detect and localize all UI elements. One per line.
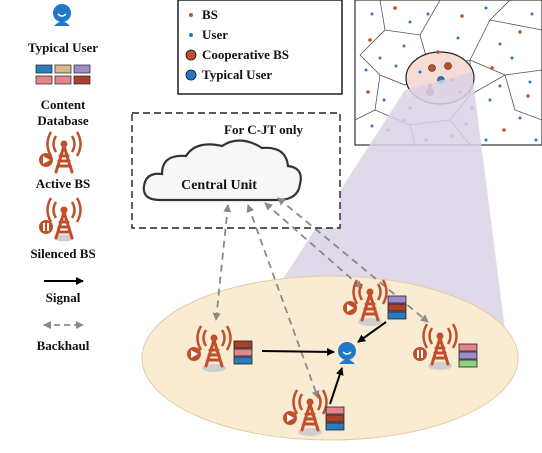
silenced-bs-right bbox=[413, 322, 458, 370]
content-database-stack bbox=[458, 343, 478, 368]
central-unit-label: Central Unit bbox=[181, 178, 257, 193]
bs-content-databases bbox=[233, 295, 478, 431]
legend-user-label: User bbox=[202, 27, 228, 42]
inset-bs-dot bbox=[393, 6, 397, 10]
inset-user-dot bbox=[394, 64, 398, 68]
left-legend: Typical User Content Database Active BS … bbox=[28, 3, 98, 353]
signal-links bbox=[261, 321, 387, 405]
inset-bs-dot bbox=[490, 66, 494, 70]
active-bs-bottom bbox=[283, 388, 328, 436]
inset-user-dot bbox=[518, 116, 522, 120]
content-database-stack bbox=[325, 406, 345, 431]
silenced-bs-legend-label: Silenced BS bbox=[30, 246, 95, 261]
active-bs-legend-label: Active BS bbox=[36, 176, 91, 191]
inset-bs-dot bbox=[526, 94, 530, 98]
inset-bs-dot bbox=[368, 38, 372, 42]
inset-user-dot bbox=[484, 138, 488, 142]
inset-user-dot bbox=[370, 124, 374, 128]
legend-user-marker bbox=[189, 33, 193, 37]
legend-cooperative-bs-label: Cooperative BS bbox=[202, 47, 289, 62]
inset-user-dot bbox=[498, 84, 502, 88]
inset-bs-dot bbox=[366, 90, 370, 94]
typical-user-legend-label: Typical User bbox=[28, 40, 98, 55]
inset-cooperative-bs bbox=[428, 64, 436, 72]
inset-user-dot bbox=[418, 70, 422, 74]
legend-bs-marker bbox=[189, 13, 193, 17]
inset-user-dot bbox=[456, 36, 460, 40]
signal-legend-label: Signal bbox=[46, 290, 81, 305]
active-bs-legend-icon bbox=[39, 130, 82, 174]
legend-cooperative-bs-marker bbox=[185, 49, 197, 61]
central-unit-cloud bbox=[142, 139, 302, 202]
silenced-bs-legend-icon bbox=[39, 196, 82, 242]
inset-user-dot bbox=[402, 44, 406, 48]
legend-bs-label: BS bbox=[202, 7, 218, 22]
inset-user-dot bbox=[498, 42, 502, 46]
inset-user-dot bbox=[382, 98, 386, 102]
inset-bs-dot bbox=[460, 14, 464, 18]
inset-user-dot bbox=[408, 20, 412, 24]
typical-user-legend-icon bbox=[52, 3, 72, 27]
inset-user-dot bbox=[530, 12, 534, 16]
inset-user-dot bbox=[426, 12, 430, 16]
content-database-legend-icon bbox=[35, 64, 91, 85]
cjt-only-label: For C-JT only bbox=[224, 122, 303, 137]
inset-bs-dot bbox=[436, 50, 440, 54]
backhaul-legend-label: Backhaul bbox=[37, 338, 90, 353]
inset-user-dot bbox=[534, 138, 538, 142]
inset-user-dot bbox=[488, 98, 492, 102]
inset-bs-dot bbox=[502, 128, 506, 132]
inset-user-dot bbox=[484, 6, 488, 10]
inset-user-dot bbox=[528, 80, 532, 84]
inset-legend: BS User Cooperative BS Typical User bbox=[177, 0, 343, 95]
inset-user-dot bbox=[510, 56, 514, 60]
inset-user-dot bbox=[378, 56, 382, 60]
legend-typical-user-marker bbox=[185, 69, 197, 81]
content-database-stack bbox=[387, 295, 407, 320]
content-database-legend-label-1: Content bbox=[41, 97, 86, 112]
content-database-stack bbox=[233, 340, 253, 365]
inset-user-dot bbox=[370, 12, 374, 16]
active-bs-left bbox=[187, 324, 232, 372]
inset-user-dot bbox=[364, 68, 368, 72]
inset-cooperative-bs bbox=[444, 62, 452, 70]
inset-bs-dot bbox=[518, 30, 522, 34]
legend-typical-user-label: Typical User bbox=[202, 67, 272, 82]
content-database-legend-label-2: Database bbox=[37, 113, 89, 128]
active-bs-top bbox=[343, 278, 388, 326]
